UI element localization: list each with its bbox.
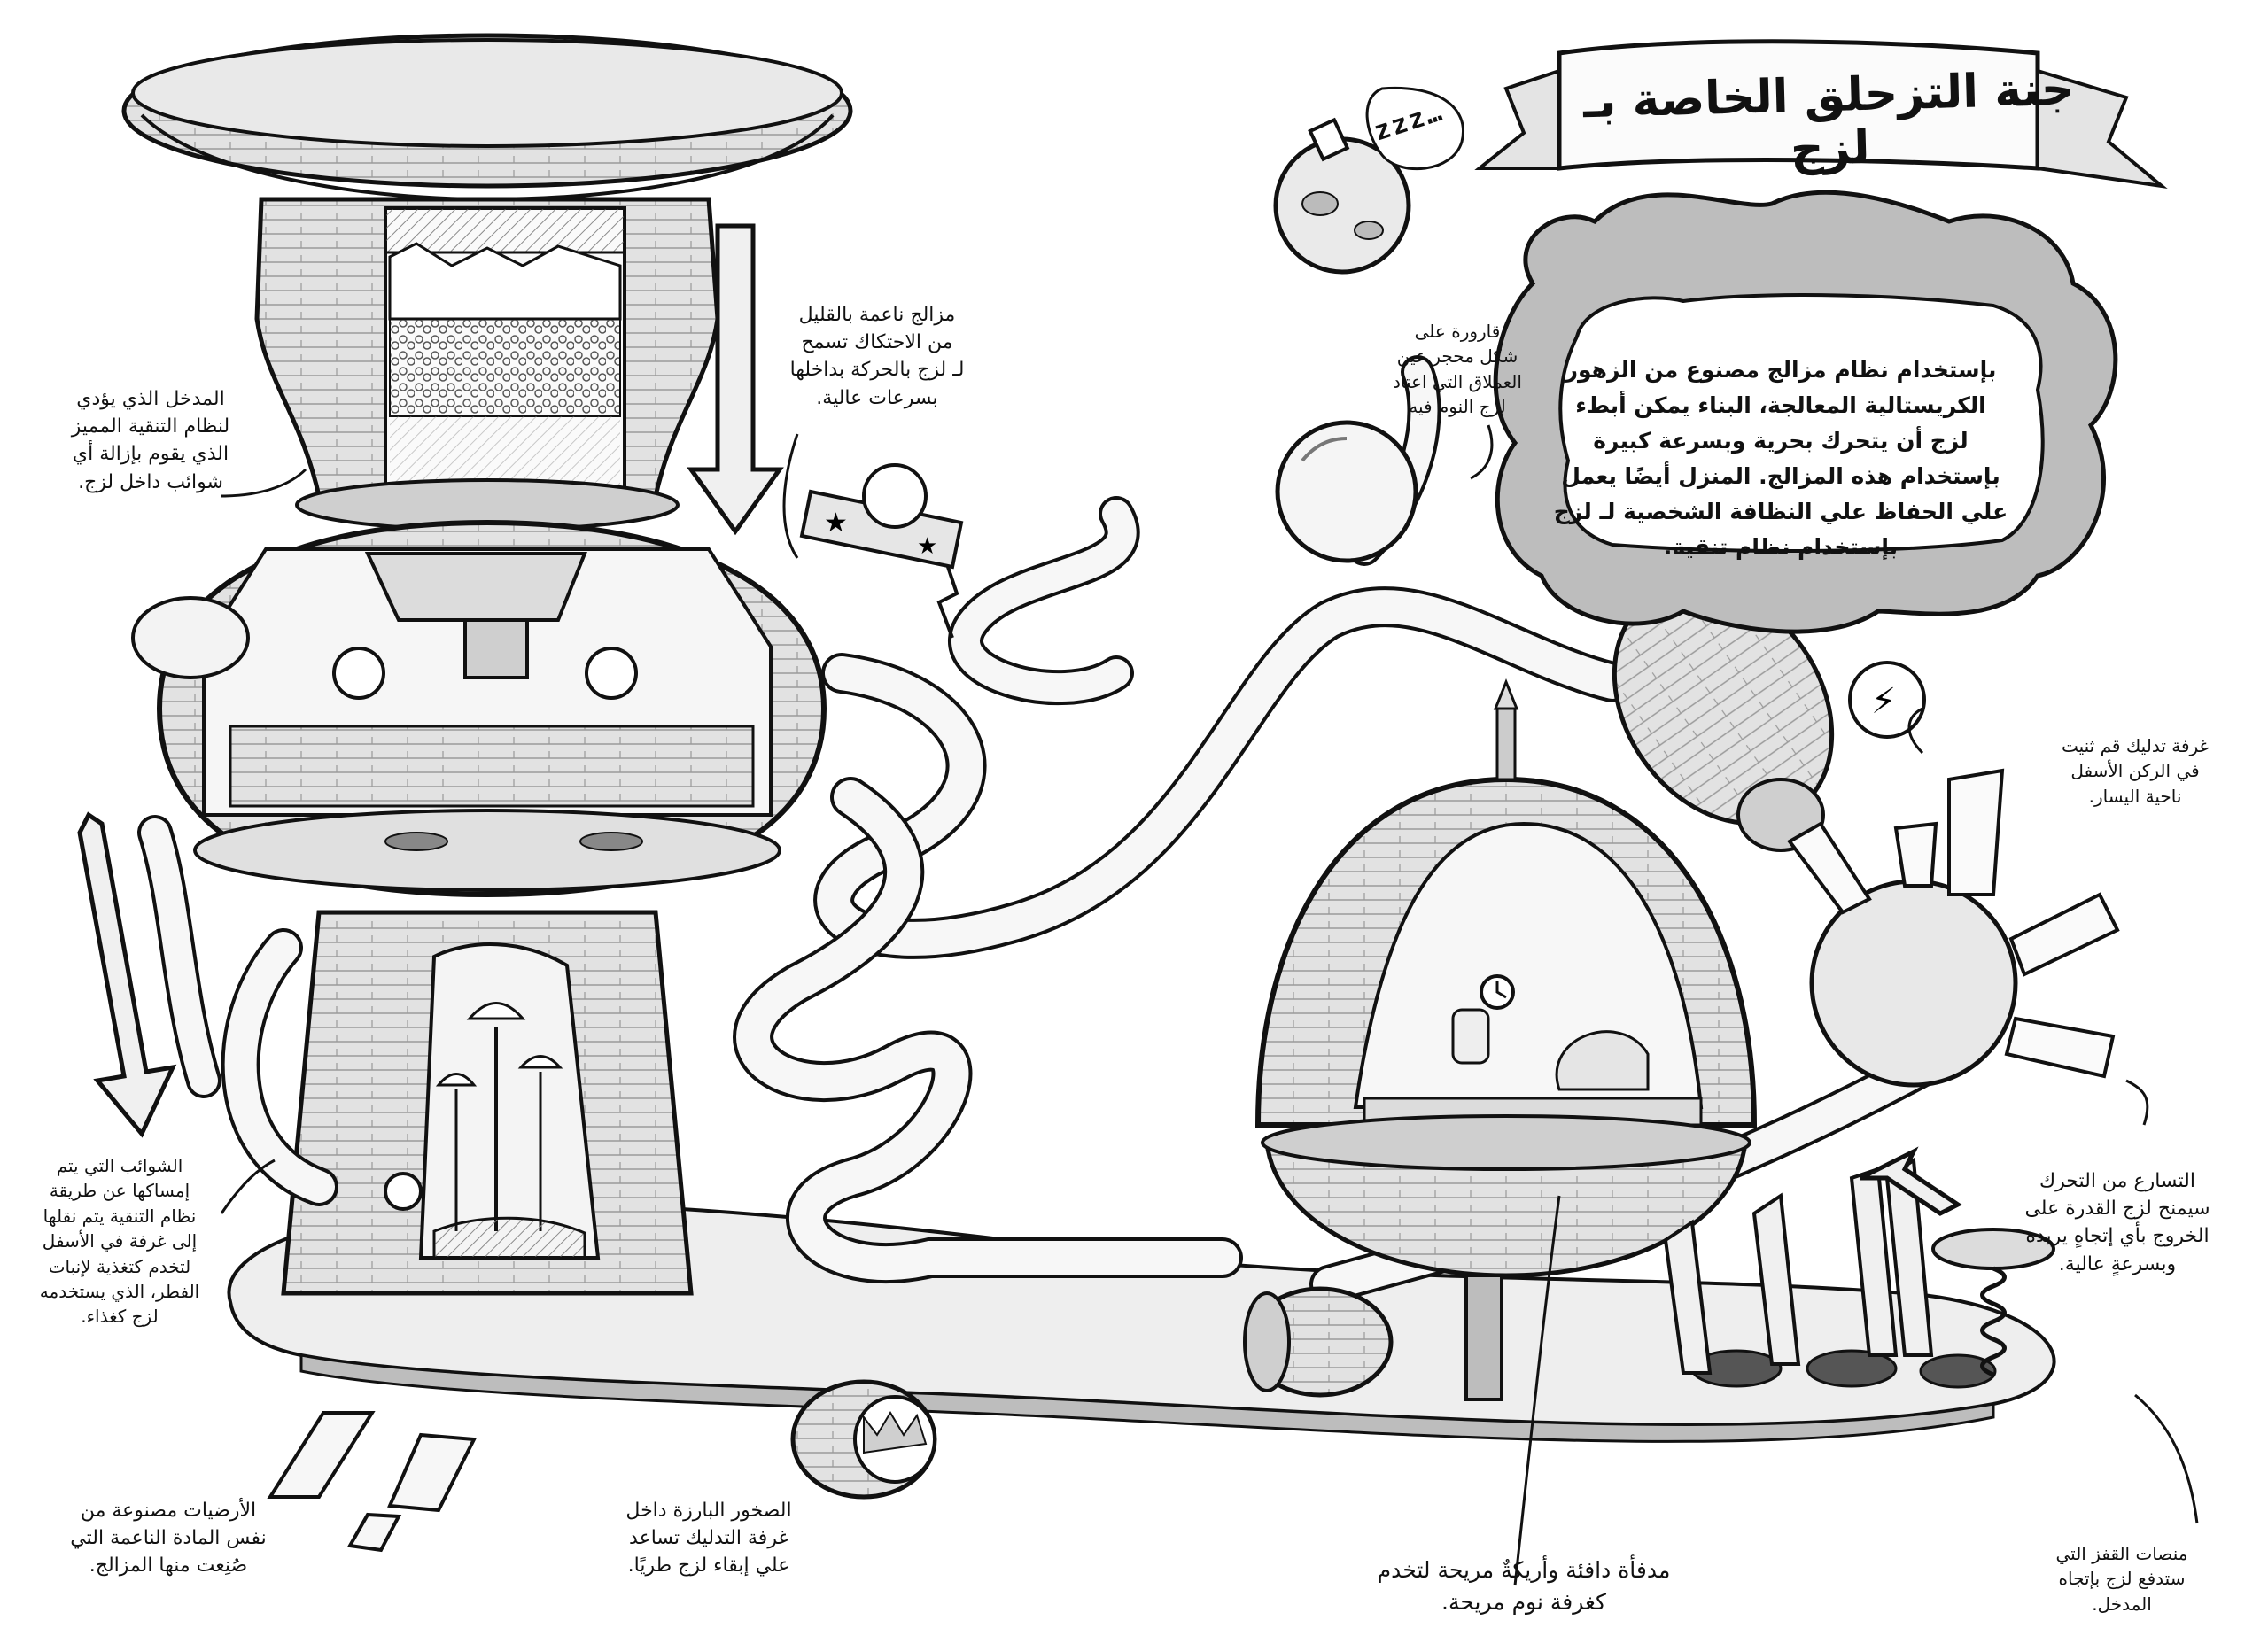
purification-tower <box>121 33 853 1296</box>
star-sign: ★ ★ <box>799 463 964 639</box>
info-box-text: بإستخدام نظام مزالج مصنوع من الزهور الكر… <box>1553 357 2008 560</box>
annotation-jump-platforms: منصات القفز التي ستدفع لزج بإتجاه المدخل… <box>2055 1543 2188 1615</box>
annotation-massage-room: غرفة تدليك قم ثنيت في الركن الأسفل ناحية… <box>2061 735 2210 807</box>
lightning-icon: ⚡ <box>1871 681 1896 722</box>
title-banner <box>1474 39 2168 189</box>
egg-house <box>1254 678 1758 1401</box>
jump-hole <box>1919 1353 1997 1389</box>
annotation-flask-bedroom: قارورة على شكل محجر عين العملاق التي اعت… <box>1393 321 1522 418</box>
star-icon: ★ <box>917 533 937 560</box>
direction-arrows <box>77 223 1962 1216</box>
sleep-flask <box>1273 86 1464 275</box>
annotation-floors: الأرضيات مصنوعة من نفس المادة الناعمة ال… <box>70 1500 267 1578</box>
rocks-barrel <box>790 1379 937 1500</box>
info-splash-frame <box>1493 190 2118 634</box>
annotation-acceleration: التسارع من التحرك سيمنح لزج القدرة على ا… <box>2024 1170 2210 1275</box>
annotation-entrance-filter: المدخل الذي يؤدي لنظام التنقية المميز ال… <box>71 388 230 493</box>
page-title: جنة التزحلق الخاصة بـ لزج <box>1582 62 2076 177</box>
spring-jump-pad <box>1931 1228 2055 1377</box>
floor-barrel <box>1243 1286 1394 1398</box>
crystal-floor-pieces <box>267 1411 478 1553</box>
star-icon: ★ <box>824 508 848 539</box>
annotation-slides-low-friction: مزالج ناعمة بالقليل من الاحتكاك تسمح لـ … <box>789 304 965 409</box>
annotation-fireplace-couch: مدفأة دافئة وأريكةٌ مريحة لتخدم كغرفة نو… <box>1377 1557 1671 1615</box>
crystal-sphere <box>1275 420 1418 563</box>
jump-hole <box>1806 1349 1898 1388</box>
annotation-impurities: الشوائب التي يتم إمساكها عن طريقة نظام ا… <box>39 1155 200 1328</box>
annotation-rocks-massage: الصخور البارزة داخل غرفة التدليك تساعد ع… <box>625 1500 792 1578</box>
accelerator-sphere <box>1787 768 2120 1088</box>
pointer-arrows <box>220 424 2199 1586</box>
